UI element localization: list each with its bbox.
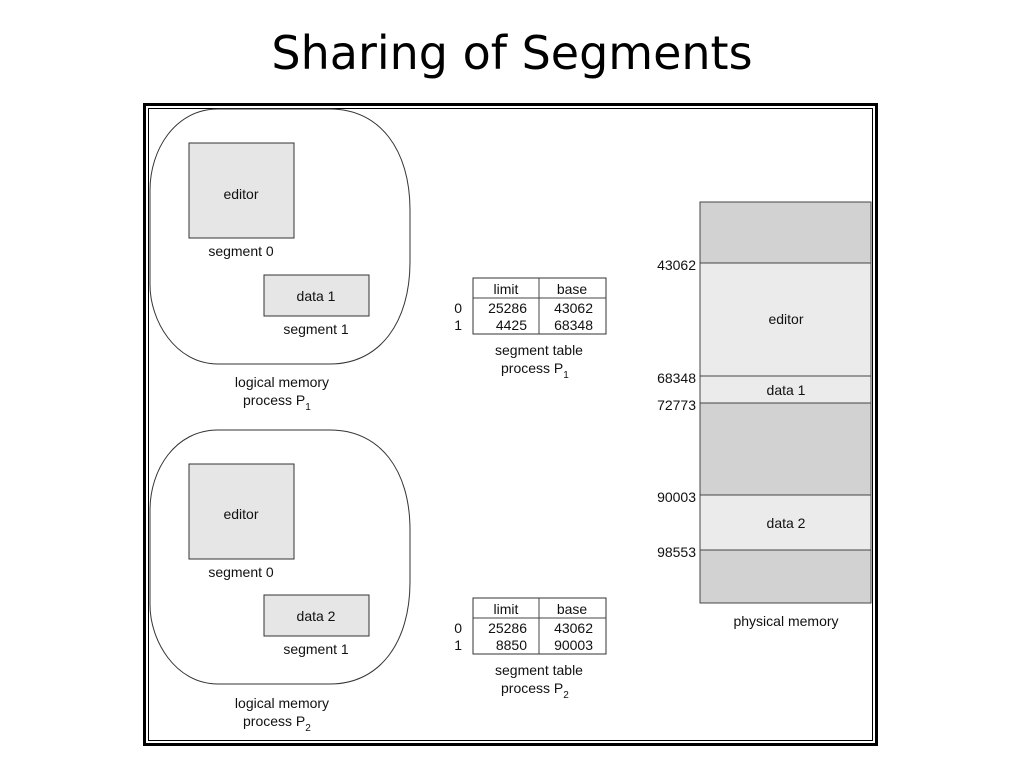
p2-table-caption-line1: segment table — [495, 662, 583, 678]
pm-data1-label: data 1 — [767, 382, 806, 398]
p1-editor-label: editor — [223, 186, 258, 202]
p1-segment-table: limit base 0 25286 43062 1 4425 68348 — [454, 277, 607, 335]
pm-data2-region — [700, 495, 871, 550]
pm-address-43062: 43062 — [657, 257, 696, 273]
p2-table-row0-limit: 25286 — [488, 620, 527, 636]
p1-segment0-label: segment 0 — [208, 243, 274, 259]
p1-table-row1-index: 1 — [454, 317, 462, 333]
p2-table-row1-base: 90003 — [554, 637, 593, 653]
p1-logical-caption-line1: logical memory — [235, 374, 329, 390]
p2-table-row0-base: 43062 — [554, 620, 593, 636]
physical-memory-column — [699, 201, 872, 604]
p1-table-row0-index: 0 — [454, 300, 462, 316]
p1-table-row1-base: 68348 — [554, 317, 593, 333]
pm-address-98553: 98553 — [657, 544, 696, 560]
p2-data2-label: data 2 — [297, 608, 336, 624]
p2-table-caption-line2: process P2 — [501, 680, 569, 701]
p1-editor-segment-box — [188, 142, 295, 239]
p2-logical-caption-line1: logical memory — [235, 695, 329, 711]
p2-editor-label: editor — [223, 506, 258, 522]
pm-address-72773: 72773 — [657, 397, 696, 413]
p2-data2-segment-box — [263, 594, 370, 637]
p1-table-header-limit: limit — [494, 281, 519, 297]
p1-table-caption-line1: segment table — [495, 342, 583, 358]
pm-address-68348: 68348 — [657, 370, 696, 386]
pm-free-region-top — [700, 202, 871, 263]
pm-editor-region — [700, 263, 871, 376]
p1-data1-label: data 1 — [297, 288, 336, 304]
p1-table-header-base: base — [557, 281, 588, 297]
p2-table-row1-limit: 8850 — [496, 637, 527, 653]
p1-table-row0-limit: 25286 — [488, 300, 527, 316]
p1-segment1-label: segment 1 — [283, 321, 349, 337]
p1-data1-segment-box — [263, 274, 370, 317]
p2-table-header-limit: limit — [494, 601, 519, 617]
pm-editor-label: editor — [768, 311, 803, 327]
p2-editor-segment-box — [188, 463, 295, 560]
pm-data1-region — [700, 376, 871, 403]
p2-logical-caption-line2: process P2 — [243, 713, 311, 734]
diagram-inner-border — [148, 108, 873, 741]
p1-table-row1-limit: 4425 — [496, 317, 527, 333]
slide-title: Sharing of Segments — [271, 26, 753, 80]
p2-segment-table: limit base 0 25286 43062 1 8850 90003 — [454, 597, 607, 655]
physical-memory-caption: physical memory — [733, 613, 838, 629]
pm-free-region-bottom — [700, 550, 871, 603]
p2-table-row1-index: 1 — [454, 637, 462, 653]
p2-segment1-label: segment 1 — [283, 641, 349, 657]
pm-free-region-middle — [700, 403, 871, 495]
p2-segment0-label: segment 0 — [208, 564, 274, 580]
p2-table-row0-index: 0 — [454, 620, 462, 636]
pm-address-90003: 90003 — [657, 489, 696, 505]
p2-table-header-base: base — [557, 601, 588, 617]
p1-table-caption-line2: process P1 — [501, 360, 569, 381]
p1-logical-caption-line2: process P1 — [243, 392, 311, 413]
p1-table-row0-base: 43062 — [554, 300, 593, 316]
pm-data2-label: data 2 — [767, 515, 806, 531]
